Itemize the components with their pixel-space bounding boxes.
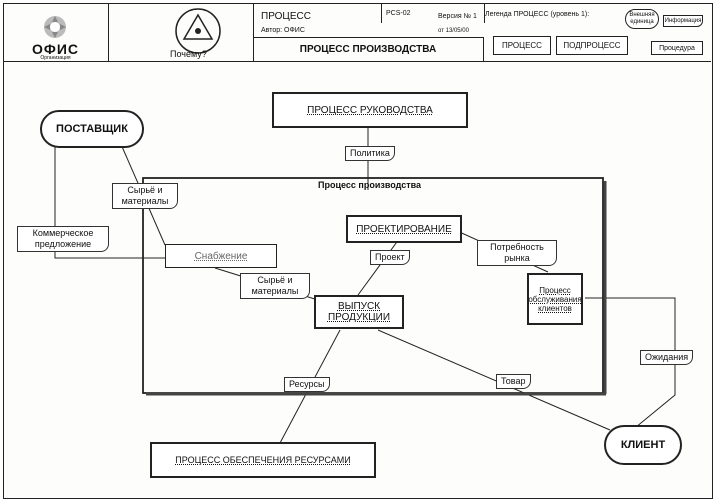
goods-label: Товар [496, 374, 531, 389]
company-logo-icon [44, 16, 66, 38]
design-subprocess[interactable]: ПРОЕКТИРОВАНИЕ [346, 215, 462, 243]
raw-materials-label-2: Сырьё и материалы [240, 273, 310, 299]
commercial-offer-label: Коммерческое предложение [17, 226, 109, 252]
diagram-frame [3, 3, 713, 499]
code-cell: PCS-02 [381, 3, 485, 23]
process-code: PCS-02 [386, 10, 411, 17]
why-label[interactable]: Почему? [170, 49, 207, 59]
supply-subprocess[interactable]: Снабжение [165, 244, 277, 268]
legend-title: Легенда ПРОЦЕСС (уровень 1): [485, 11, 590, 18]
version-text: Версия № 1 [438, 13, 477, 20]
legend-external: Внешняя единица [625, 9, 659, 29]
resources-label: Ресурсы [284, 377, 330, 392]
company-tagline: Организация [40, 55, 71, 61]
container-title: Процесс производства [318, 180, 422, 190]
expectations-label: Ожидания [640, 350, 694, 365]
legend-process-button[interactable]: ПРОЦЕСС [493, 36, 551, 55]
triangle-logo-icon [175, 8, 221, 54]
title-cell: ПРОЦЕСС Автор: ОФИС [253, 3, 381, 61]
legend-procedure-button[interactable]: Процедура [651, 41, 703, 55]
policy-label: Политика [345, 146, 395, 161]
header-bar: ОФИС Организация Почему? ПРОЦЕСС Автор: … [3, 3, 711, 62]
legend-subprocess-button[interactable]: ПОДПРОЦЕСС [556, 36, 628, 55]
logo-cell: ОФИС Организация [3, 3, 109, 61]
diagram-name: ПРОЦЕСС ПРОИЗВОДСТВА [299, 44, 437, 55]
project-label: Проект [370, 250, 410, 265]
management-process[interactable]: ПРОЦЕСС РУКОВОДСТВА [272, 92, 468, 128]
author-text: Автор: ОФИС [261, 27, 305, 34]
client-entity[interactable]: КЛИЕНТ [604, 425, 682, 465]
market-need-label: Потребность рынка [477, 240, 557, 266]
company-name: ОФИС [31, 41, 79, 57]
process-title: ПРОЦЕСС [261, 11, 311, 22]
legend-information: Информация [663, 15, 703, 27]
resources-process[interactable]: ПРОЦЕСС ОБЕСПЕЧЕНИЯ РЕСУРСАМИ [150, 442, 376, 478]
diagram-name-cell: ПРОЦЕСС ПРОИЗВОДСТВА [253, 37, 484, 62]
client-service-subprocess[interactable]: Процесс обслуживания клиентов [527, 273, 583, 325]
supplier-entity[interactable]: ПОСТАВЩИК [40, 110, 144, 148]
why-cell: Почему? [108, 3, 254, 61]
date-text: от 13/05/00 [438, 28, 469, 34]
raw-materials-label-1: Сырьё и материалы [112, 183, 178, 209]
production-subprocess[interactable]: ВЫПУСК ПРОДУКЦИИ [314, 295, 404, 329]
